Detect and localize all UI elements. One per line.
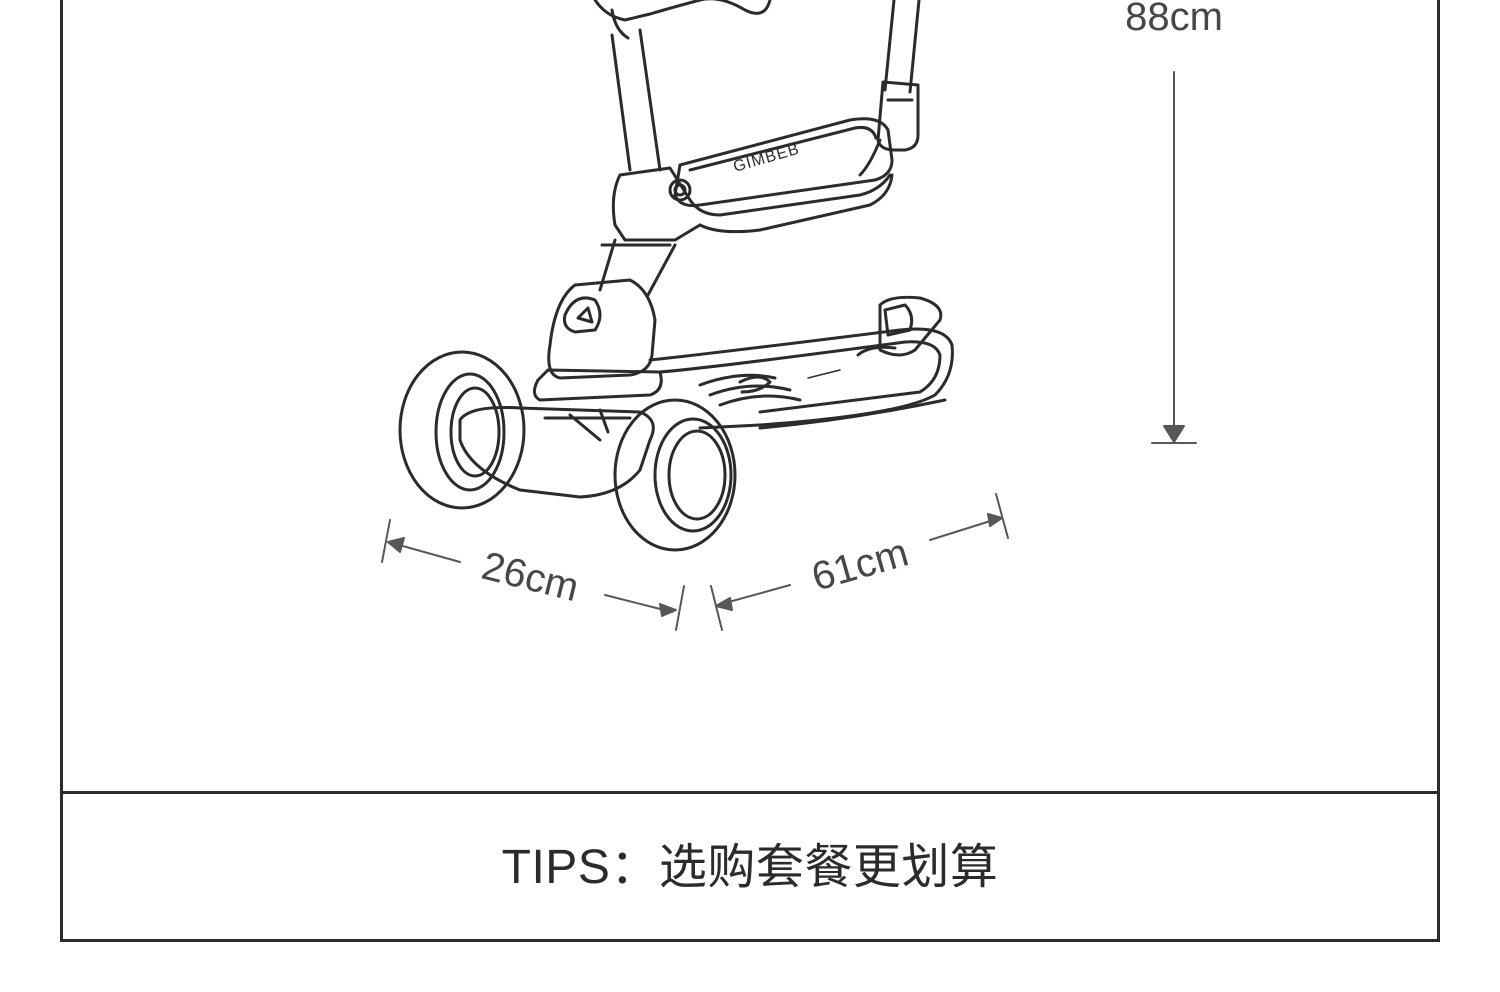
- steering-column: [610, 28, 662, 172]
- seat-pole: [858, 0, 921, 177]
- frame-divider: [63, 791, 1437, 794]
- seat: GIMBEB: [673, 117, 894, 207]
- deck-brand-text: GIMBEB: [731, 141, 801, 176]
- rear-brake: [856, 295, 943, 357]
- tips-text: TIPS：选购套餐更划算: [501, 841, 999, 894]
- diagram-frame: [60, 0, 1440, 942]
- front-right-wheel: [613, 398, 737, 552]
- height-dimension: [1151, 71, 1197, 444]
- front-left-wheel: [398, 350, 526, 510]
- length-dimension: [710, 493, 1009, 631]
- scooter-diagram: GIMBEB: [381, 0, 1223, 631]
- width-dimension: [381, 519, 685, 631]
- front-axle: [458, 406, 655, 499]
- length-label: 61cm: [807, 530, 913, 599]
- width-label: 26cm: [477, 544, 583, 610]
- seat-frame: [611, 166, 894, 242]
- deck: [648, 327, 954, 430]
- height-label: 88cm: [1125, 0, 1223, 39]
- handlebar-grip: [593, 0, 772, 40]
- front-body: [533, 278, 663, 402]
